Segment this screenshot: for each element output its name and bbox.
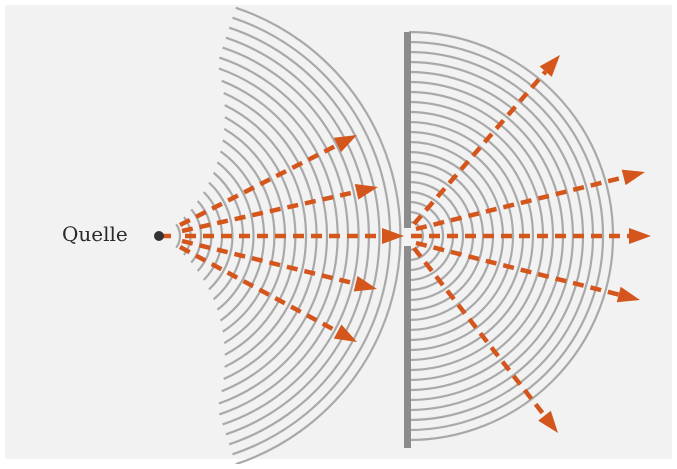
wavefront-arc	[222, 46, 360, 426]
barrier-top	[404, 32, 411, 228]
ray-line	[178, 245, 339, 334]
barrier-bottom	[404, 246, 411, 448]
source-dot	[154, 231, 164, 241]
ray-arrowhead	[333, 135, 357, 153]
wavefront-arc	[208, 181, 234, 291]
ray-arrowhead	[333, 324, 357, 342]
wavefront-arc	[408, 200, 445, 272]
ray-arrowhead	[539, 55, 560, 77]
ray-arrowhead	[353, 276, 377, 292]
wavefront-arc	[221, 79, 329, 393]
wavefront-arc	[408, 110, 535, 362]
wavefront-arc	[408, 130, 515, 342]
slit-barrier	[404, 32, 411, 448]
source-label: Quelle	[62, 222, 128, 246]
wavefront-arc	[216, 161, 255, 311]
ray-arrowhead	[382, 228, 404, 244]
ray-line	[178, 142, 339, 228]
ray-arrowhead	[616, 286, 640, 303]
wavefront-arc	[408, 160, 485, 312]
ray-line	[181, 238, 357, 286]
wavefront-arc	[190, 208, 203, 264]
wavefront-arc	[408, 180, 465, 292]
wavefront-arc	[408, 40, 605, 432]
ray-arrowhead	[354, 184, 378, 200]
wavefront-arc	[224, 104, 308, 368]
ray-arrows	[163, 55, 651, 433]
wavefront-arc	[408, 70, 575, 402]
wavefront-arc	[222, 139, 276, 333]
wavefront-arc	[408, 90, 555, 382]
ray-line	[412, 70, 548, 226]
wavefront-arc	[228, 26, 381, 446]
ray-arrowhead	[629, 228, 651, 244]
ray-arrowhead	[538, 410, 558, 433]
wavefront-arc	[175, 223, 181, 249]
ray-arrowhead	[621, 169, 645, 186]
ray-line	[181, 189, 357, 234]
